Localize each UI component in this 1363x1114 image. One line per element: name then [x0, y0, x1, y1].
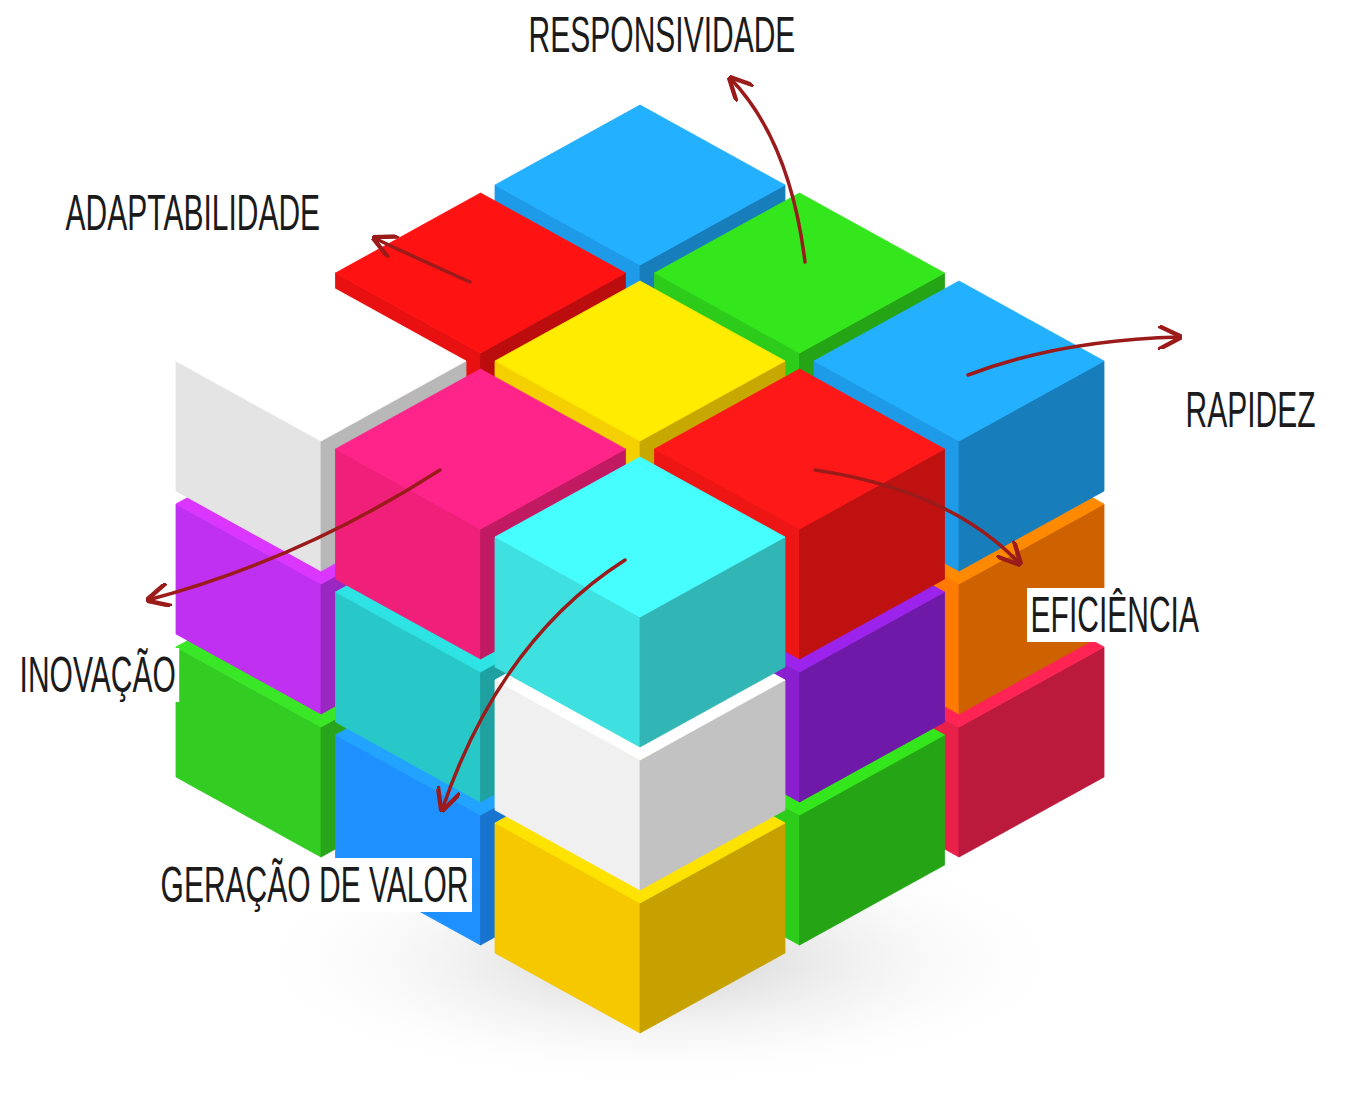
feature-label: GERAÇÃO DE VALOR	[157, 858, 472, 912]
leader-arrow	[968, 337, 1180, 375]
cube-face	[495, 457, 785, 617]
leader-arrow	[374, 238, 470, 282]
leader-arrow	[442, 560, 625, 810]
feature-label: EFICIÊNCIA	[1027, 588, 1203, 642]
feature-label: RESPONSIVIDADE	[525, 8, 799, 62]
feature-label: RAPIDEZ	[1182, 383, 1319, 437]
leader-arrow	[148, 470, 440, 600]
feature-label: INOVAÇÃO	[16, 648, 179, 702]
leader-arrow	[730, 78, 805, 262]
leader-arrow	[815, 470, 1020, 564]
feature-label: ADAPTABILIDADE	[62, 186, 324, 240]
